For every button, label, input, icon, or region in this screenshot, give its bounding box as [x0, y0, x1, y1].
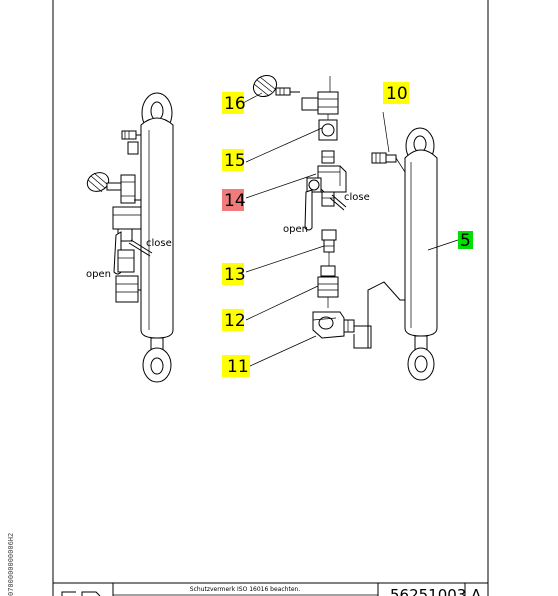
part-number-10: 10	[386, 84, 408, 104]
part-number-11: 11	[227, 357, 249, 377]
valve-close-label-center: close	[344, 192, 370, 203]
drawing-number: 56251003	[390, 586, 466, 596]
callout-12: 12	[222, 309, 246, 331]
part-number-16: 16	[224, 94, 246, 114]
callout-14: 14	[222, 189, 246, 211]
drawing-frame	[52, 0, 489, 596]
callout-11: 11	[222, 355, 250, 377]
part-number-14: 14	[224, 191, 246, 211]
callout-5: 5	[458, 231, 473, 251]
side-drawing-code: 0700000000006H2	[7, 533, 15, 596]
protection-note: Schutzvermerk ISO 16016 beachten.	[190, 586, 301, 593]
callout-16: 16	[222, 92, 246, 114]
valve-open-label-center: open	[283, 224, 308, 235]
part-number-15: 15	[224, 151, 246, 171]
revision-letter: A	[471, 586, 482, 596]
part-number-5: 5	[460, 231, 471, 251]
valve-open-label-left: open	[86, 269, 111, 280]
left-cylinder-assembly	[86, 92, 174, 383]
center-exploded-fittings	[242, 74, 408, 367]
right-cylinder	[371, 111, 459, 381]
callout-15: 15	[222, 149, 246, 171]
callout-10: 10	[383, 82, 409, 104]
valve-close-label-left: close	[146, 238, 172, 249]
title-block: Schutzvermerk ISO 16016 beachten. 562510…	[53, 582, 488, 596]
part-number-12: 12	[224, 311, 246, 331]
part-number-13: 13	[224, 265, 246, 285]
callout-13: 13	[222, 263, 246, 285]
